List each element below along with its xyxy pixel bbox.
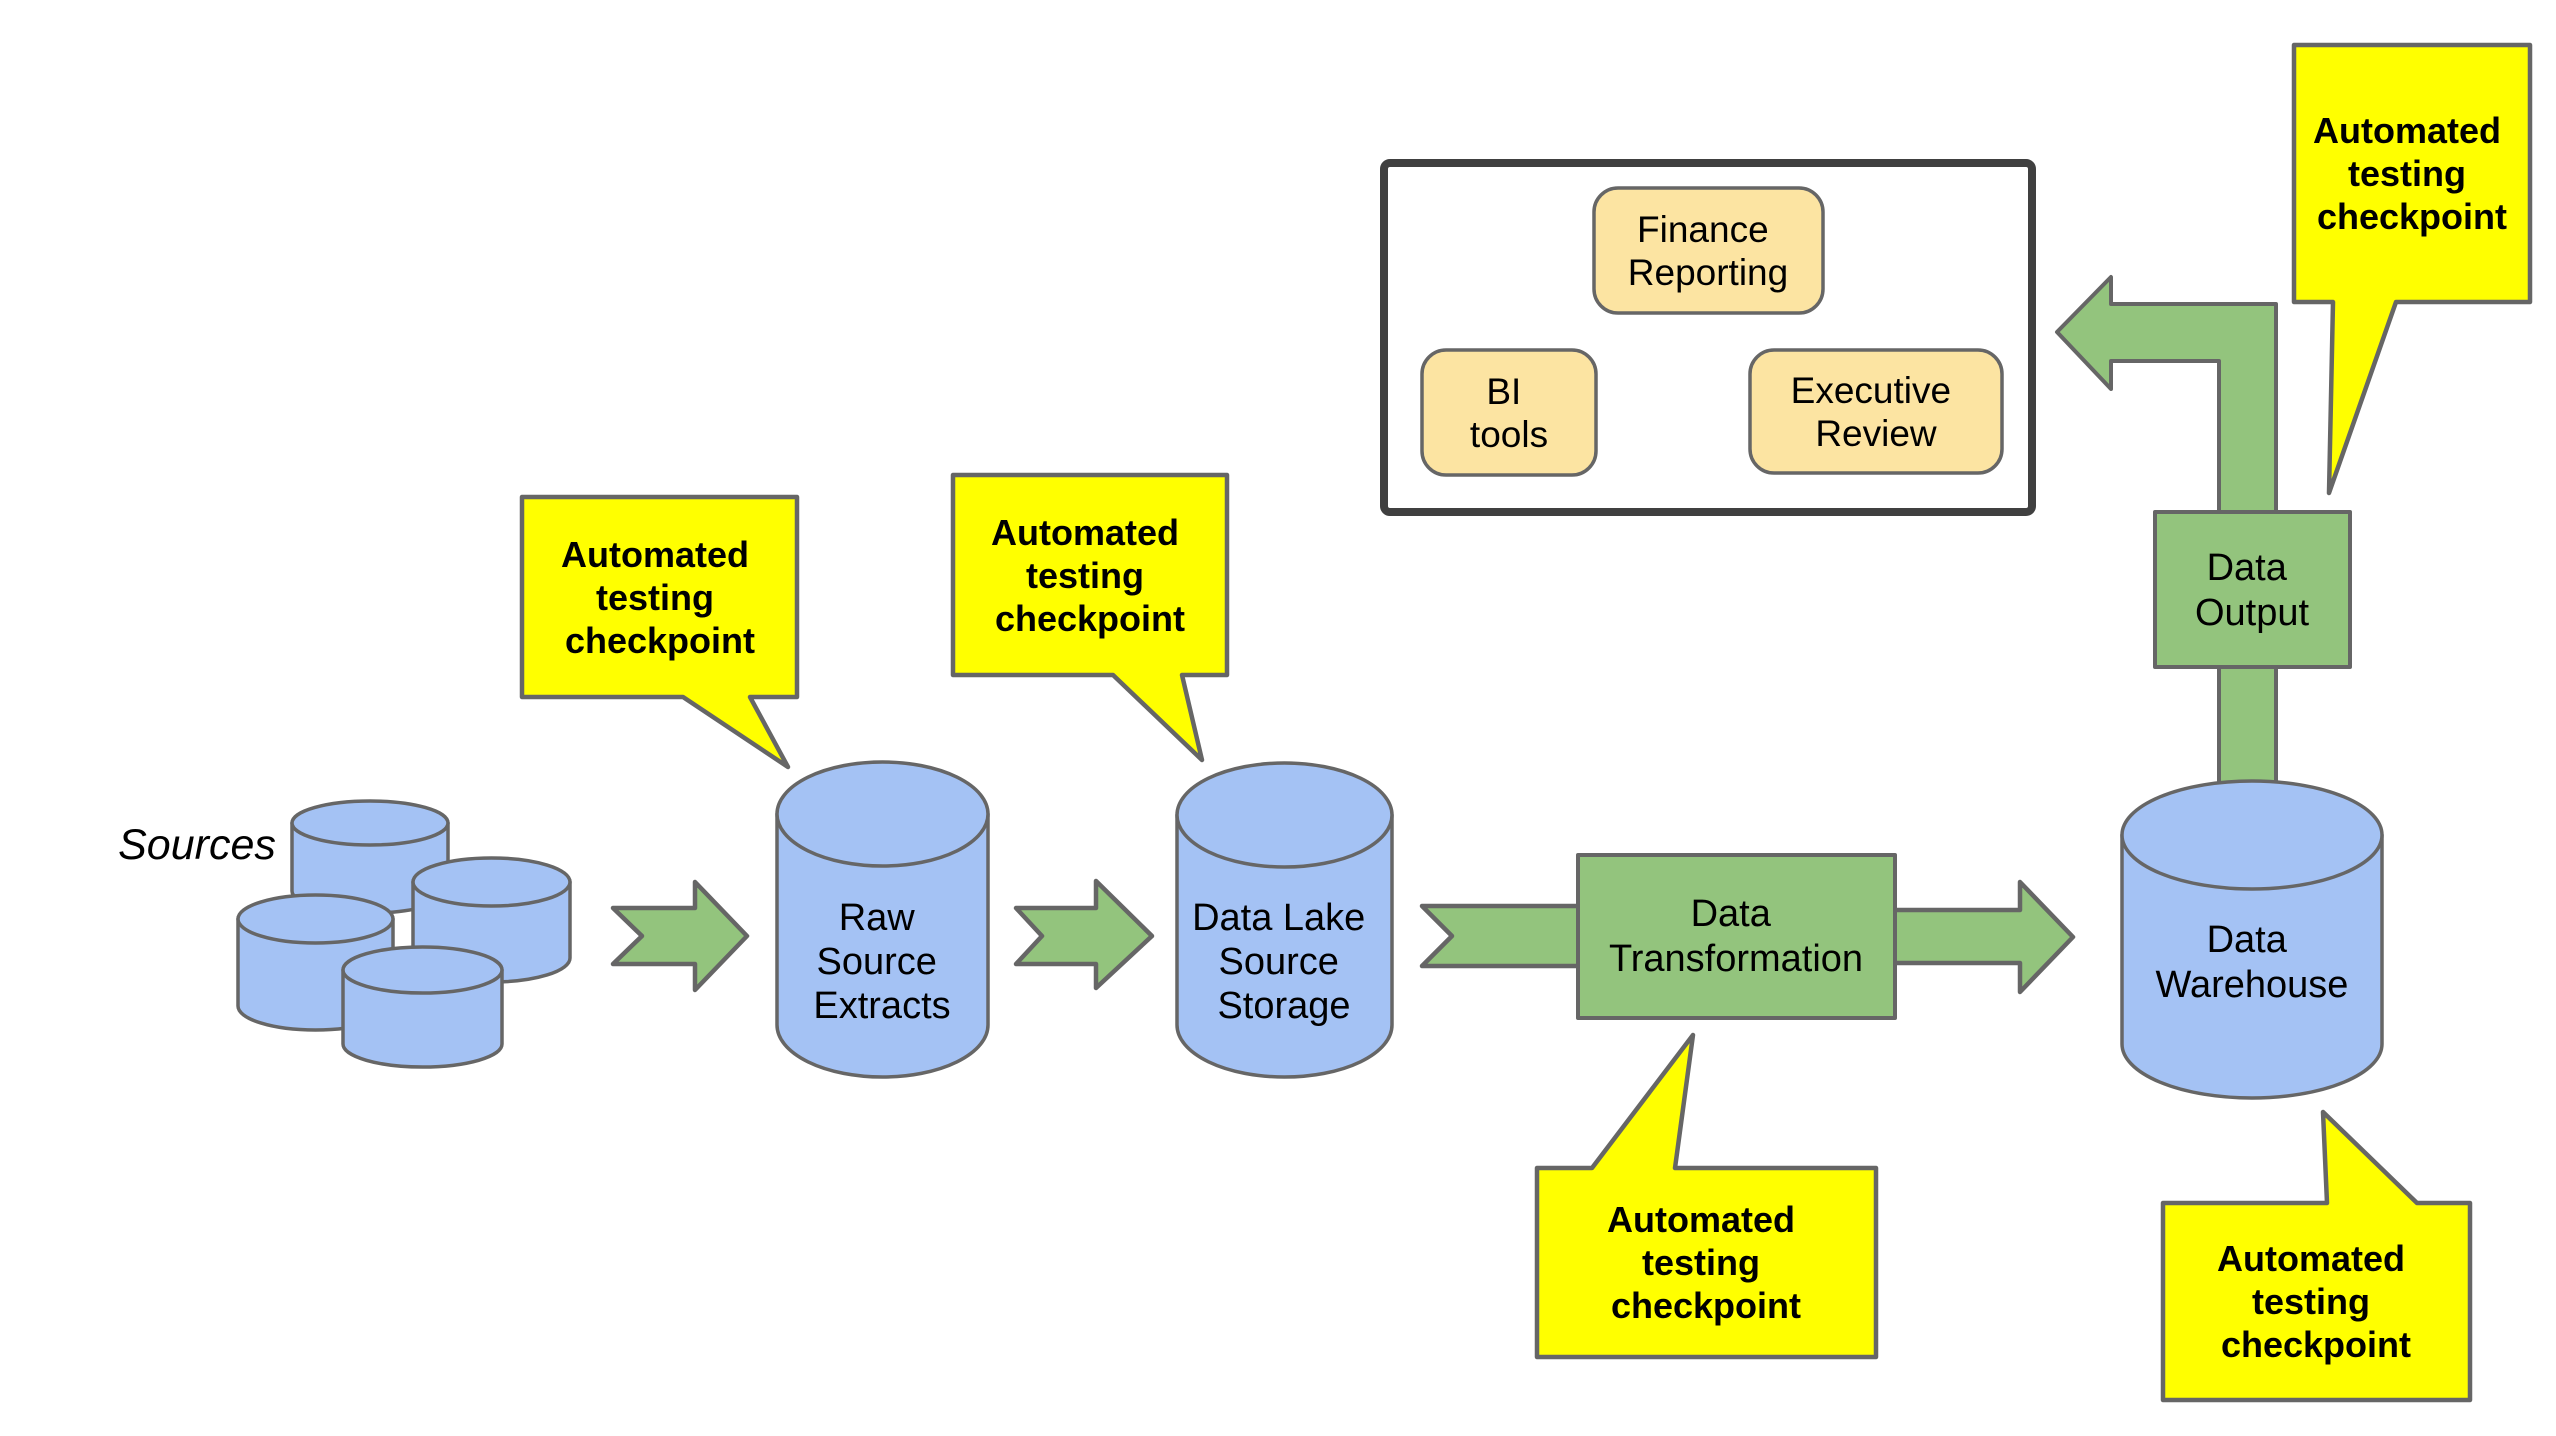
callout-data-transformation: Automated testing checkpoint: [1534, 1032, 1879, 1360]
data-lake-cylinder: [1175, 813, 1394, 1079]
raw-source-extracts-label: Raw Source Extracts: [813, 897, 950, 1027]
callout-warehouse-bubble: [2160, 1109, 2473, 1403]
arrow-sources-to-raw: [610, 879, 750, 993]
pipe-warehouse-to-output: [2217, 658, 2278, 802]
executive-review-label: Executive Review: [1791, 370, 1962, 454]
reporting-container-group: Finance Reporting BI tools Executive Rev…: [1380, 159, 2036, 516]
callout-lake-label: Automated testing checkpoint: [991, 512, 1189, 639]
executive-review-box: [1748, 348, 2004, 475]
data-lake-cylinder-top: [1175, 761, 1394, 869]
data-lake-label: Data Lake Source Storage: [1192, 897, 1376, 1027]
arrow-transformation-to-warehouse: [1890, 879, 2076, 995]
callout-warehouse-label: Automated testing checkpoint: [2217, 1238, 2415, 1365]
callout-transformation-bubble: [1534, 1032, 1879, 1360]
data-warehouse-node: Data Warehouse: [2120, 779, 2384, 1100]
data-transformation-label: Data Transformation: [1609, 893, 1863, 980]
callout-transformation-label: Automated testing checkpoint: [1607, 1199, 1805, 1326]
finance-reporting-label: Finance Reporting: [1628, 209, 1788, 293]
callout-raw-bubble: [519, 494, 800, 770]
finance-reporting-box: [1592, 186, 1825, 315]
callout-raw-source-extracts: Automated testing checkpoint: [519, 494, 800, 770]
data-transformation-box: [1576, 853, 1897, 1020]
data-lake-node: Data Lake Source Storage: [1175, 761, 1394, 1079]
callout-raw-label: Automated testing checkpoint: [561, 534, 759, 661]
data-transformation-node: Data Transformation: [1576, 853, 1897, 1020]
arrow-output-to-reporting: [2055, 275, 2278, 514]
callout-data-output: Automated testing checkpoint: [2291, 42, 2533, 496]
data-output-box: [2153, 510, 2352, 669]
source-cylinder-4: [341, 945, 504, 1069]
callout-data-warehouse: Automated testing checkpoint: [2160, 1109, 2473, 1403]
data-output-label: Data Output: [2195, 547, 2310, 634]
callout-lake-bubble: [950, 472, 1230, 763]
source-cylinder-cluster: [236, 799, 572, 1069]
arrow-lake-to-transformation: [1419, 903, 1585, 969]
bi-tools-box: [1420, 348, 1598, 477]
data-warehouse-cylinder: [2120, 833, 2384, 1100]
callout-output-bubble: [2291, 42, 2533, 496]
raw-source-extracts-node: Raw Source Extracts: [775, 760, 990, 1079]
data-warehouse-label: Data Warehouse: [2156, 919, 2349, 1006]
callout-data-lake: Automated testing checkpoint: [950, 472, 1230, 763]
data-output-node: Data Output: [2153, 510, 2352, 669]
callout-output-label: Automated testing checkpoint: [2313, 110, 2511, 237]
sources-label: Sources: [118, 821, 276, 869]
raw-source-extracts-cylinder-top: [775, 760, 990, 868]
raw-source-extracts-cylinder: [775, 812, 990, 1079]
bi-tools-label: BI tools: [1470, 371, 1548, 455]
data-warehouse-cylinder-top: [2120, 779, 2384, 891]
arrow-raw-to-lake: [1013, 878, 1155, 991]
